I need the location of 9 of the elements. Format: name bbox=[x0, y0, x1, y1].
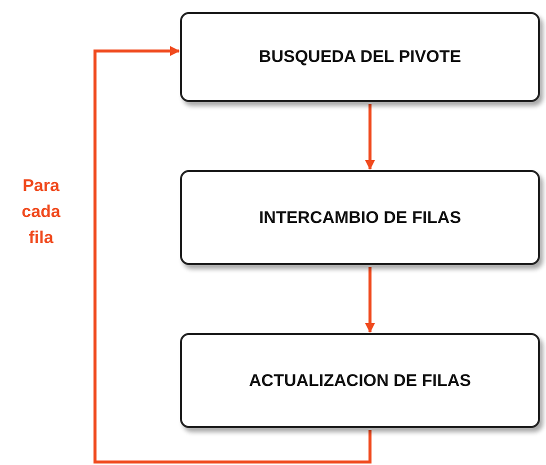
box-label: INTERCAMBIO DE FILAS bbox=[258, 208, 462, 228]
box-label: BUSQUEDA DEL PIVOTE bbox=[258, 47, 462, 67]
arrow bbox=[365, 267, 375, 333]
box-label: ACTUALIZACION DE FILAS bbox=[249, 370, 471, 390]
process-box bbox=[180, 12, 540, 102]
arrow bbox=[94, 46, 372, 464]
process-box bbox=[180, 333, 540, 428]
process-box bbox=[180, 170, 540, 265]
arrow bbox=[365, 104, 375, 170]
